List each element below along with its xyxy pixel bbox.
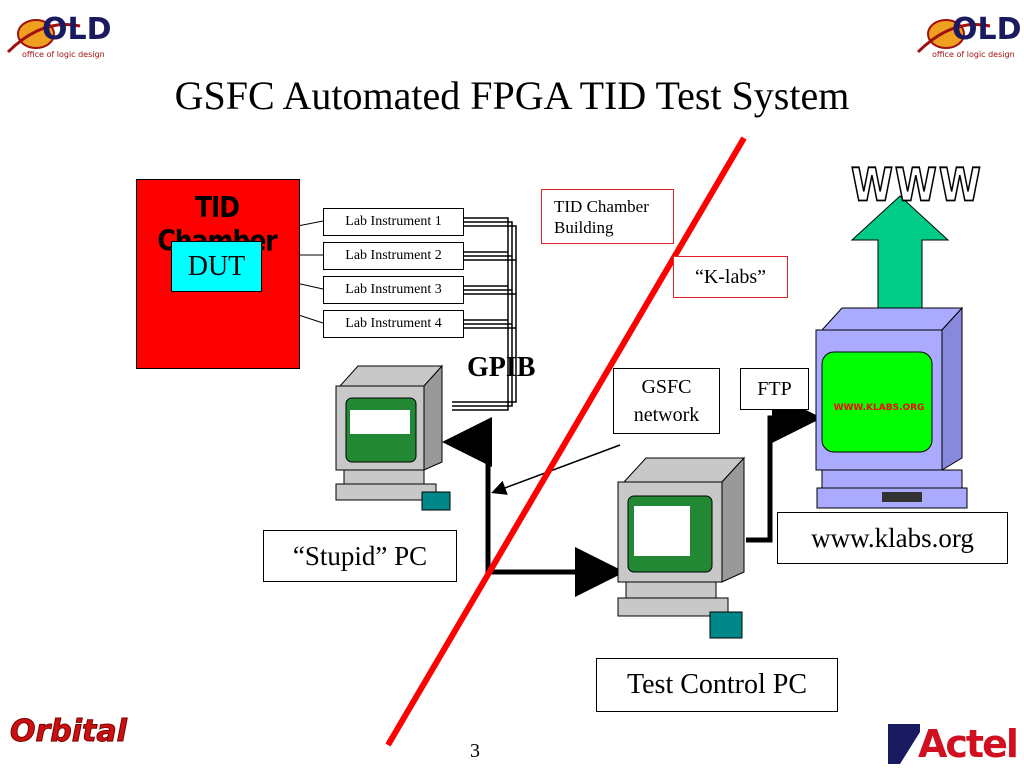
server-screen-text: WWW.KLABS.ORG [833, 403, 925, 413]
server-graphic [815, 306, 968, 509]
dut-box: DUT [171, 241, 262, 292]
gpib-label: GPIB [467, 352, 536, 383]
old-logo-right-graphic [916, 19, 991, 54]
klabs-server: WWW.KLABS.ORG [812, 300, 974, 510]
building-divider [385, 136, 747, 747]
klabs-label: “K-labs” [673, 256, 788, 298]
test-control-pc-label: Test Control PC [596, 658, 838, 712]
tid-chamber-title: TID Chamber [157, 190, 277, 258]
gsfc-network-line2: network [633, 404, 700, 426]
old-logo-left-subtext: office of logic design [22, 50, 105, 59]
ftp-label: FTP [740, 368, 809, 410]
orbital-logo: Orbital [10, 714, 128, 750]
slide-title: GSFC Automated FPGA TID Test System [174, 73, 850, 118]
pc-link [442, 417, 625, 597]
actel-logo [888, 724, 1022, 768]
www-label: WWW [850, 158, 983, 213]
klabs-server-label: www.klabs.org [777, 512, 1008, 564]
old-logo-left-graphic [6, 19, 81, 54]
building-label: TID Chamber Building [541, 189, 674, 244]
building-label-line1: TID Chamber [554, 197, 649, 216]
test-control-pc [614, 452, 764, 642]
stupid-pc [332, 362, 462, 512]
gsfc-network-label: GSFC network [613, 368, 720, 434]
lab-instrument-4: Lab Instrument 4 [323, 310, 464, 338]
gpib-bus [452, 217, 517, 411]
ftp-link [746, 393, 822, 543]
lab-instrument-3: Lab Instrument 3 [323, 276, 464, 304]
building-label-line2: Building [554, 218, 614, 237]
lab-instrument-1: Lab Instrument 1 [323, 208, 464, 236]
actel-logo-mark [888, 724, 920, 764]
old-logo-right: OLD office of logic design [912, 8, 1022, 68]
actel-logo-text: Actel [918, 722, 1019, 766]
www-up-arrow [850, 195, 950, 309]
test-control-pc-graphic [617, 456, 746, 639]
old-logo-left-text: OLD [42, 12, 112, 47]
gsfc-network-line1: GSFC [641, 376, 692, 398]
lab-instrument-2: Lab Instrument 2 [323, 242, 464, 270]
old-logo-right-text: OLD [952, 12, 1022, 47]
old-logo-right-subtext: office of logic design [932, 50, 1015, 59]
stupid-pc-label: “Stupid” PC [263, 530, 457, 582]
old-logo-left: OLD office of logic design [2, 8, 112, 68]
network-pointer [491, 444, 621, 495]
stupid-pc-graphic [335, 364, 451, 511]
page-number: 3 [470, 740, 480, 762]
